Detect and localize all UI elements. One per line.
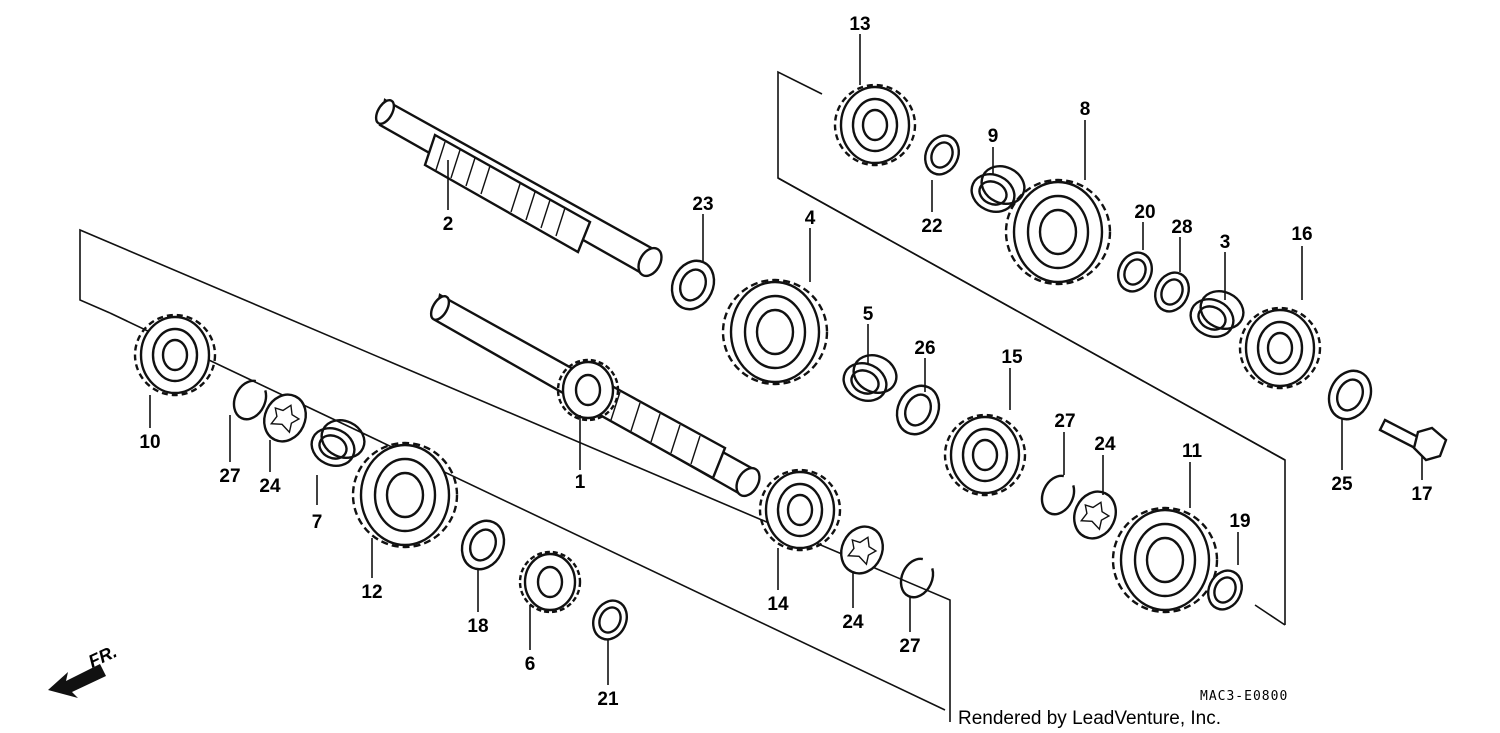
callout-leaders <box>149 34 1423 685</box>
callout-19: 19 <box>1229 511 1250 532</box>
circlip-27-a <box>1034 469 1082 521</box>
circlip-27-c <box>893 552 941 604</box>
drawing-code: MAC3-E0800 <box>1200 689 1288 704</box>
washer-25 <box>1320 362 1380 428</box>
callout-11: 11 <box>1182 441 1203 462</box>
callout-9: 9 <box>988 126 999 147</box>
callout-24-b: 24 <box>259 476 281 497</box>
washer-21 <box>585 593 635 647</box>
washer-22 <box>917 128 967 182</box>
callout-6: 6 <box>525 654 536 675</box>
bushing-3 <box>1183 283 1251 345</box>
callout-15: 15 <box>1001 347 1023 368</box>
callout-3: 3 <box>1220 232 1231 253</box>
callout-16: 16 <box>1291 224 1312 245</box>
callout-4: 4 <box>805 208 816 229</box>
gear-10 <box>133 313 217 397</box>
callout-23: 23 <box>692 194 713 215</box>
callout-17: 17 <box>1411 484 1432 505</box>
callout-5: 5 <box>863 304 874 325</box>
callout-28: 28 <box>1171 217 1192 238</box>
gear-11 <box>1111 506 1219 614</box>
mainshaft <box>429 293 761 498</box>
bolt-17 <box>1378 418 1448 462</box>
washer-20 <box>1110 245 1160 299</box>
washer-28 <box>1147 265 1197 319</box>
callout-1: 1 <box>575 472 586 493</box>
callout-2: 2 <box>443 214 454 235</box>
callout-27-c: 27 <box>899 636 920 657</box>
callout-12: 12 <box>361 582 382 603</box>
gear-15 <box>943 413 1027 497</box>
gear-6 <box>518 550 582 614</box>
callout-8: 8 <box>1080 99 1091 120</box>
washer-26 <box>888 377 948 443</box>
callout-27-a: 27 <box>1054 411 1075 432</box>
callout-14: 14 <box>767 594 789 615</box>
gear-14 <box>758 468 842 552</box>
gear-12 <box>351 441 459 549</box>
bushing-5 <box>836 347 904 409</box>
render-credit: Rendered by LeadVenture, Inc. <box>958 708 1221 729</box>
callout-18: 18 <box>467 616 488 637</box>
countershaft <box>374 98 663 278</box>
callout-10: 10 <box>139 432 160 453</box>
callout-labels: 13 8 9 22 20 28 3 16 4 23 2 5 26 15 27 2… <box>139 14 1432 710</box>
front-direction-label: FR. <box>85 641 120 671</box>
callout-7: 7 <box>312 512 323 533</box>
washer-23 <box>663 252 723 318</box>
front-direction-arrow-icon <box>48 664 106 698</box>
callout-24-c: 24 <box>842 612 864 633</box>
callout-13: 13 <box>849 14 870 35</box>
washer-18 <box>453 512 513 578</box>
washer-19 <box>1200 563 1250 617</box>
gear-4 <box>721 278 829 386</box>
callout-24-a: 24 <box>1094 434 1116 455</box>
callout-21: 21 <box>597 689 619 710</box>
callout-26: 26 <box>914 338 935 359</box>
gear-13 <box>833 83 917 167</box>
callout-27-b: 27 <box>219 466 240 487</box>
callout-22: 22 <box>921 216 942 237</box>
sprocket-16 <box>1238 306 1322 390</box>
lockwasher-24-a <box>1065 483 1125 547</box>
callout-20: 20 <box>1134 202 1155 223</box>
assembly-frame-lines <box>79 70 1286 722</box>
callout-25: 25 <box>1331 474 1353 495</box>
